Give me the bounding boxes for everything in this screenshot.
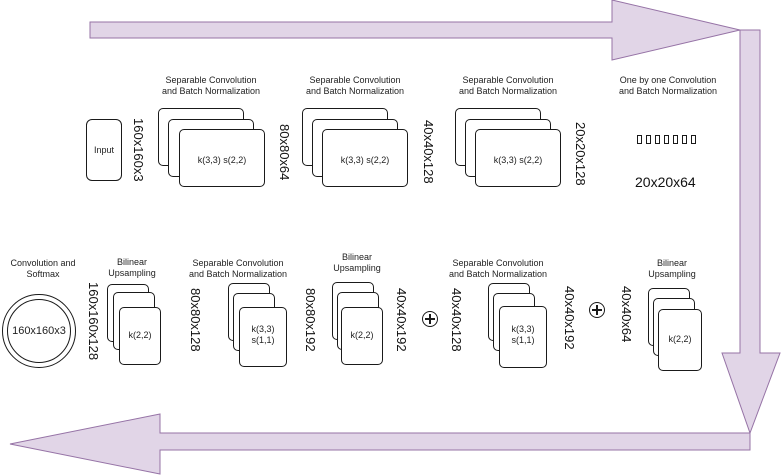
block3-kernel: k(3,3) s(2,2): [493, 155, 543, 165]
up2-kernel: k(2,2): [350, 330, 374, 340]
sep1-dim-right: 80x80x192: [303, 288, 318, 352]
input-label: Input: [93, 145, 115, 155]
block1-kernel: k(3,3) s(2,2): [197, 155, 247, 165]
up3-kernel: k(2,2): [668, 334, 692, 344]
up2-dim: 40x40x192: [394, 288, 409, 352]
block2-kernel: k(3,3) s(2,2): [340, 155, 390, 165]
sep2-kernel: k(3,3) s(1,1): [511, 324, 535, 345]
sep2-card-front: k(3,3) s(1,1): [499, 306, 547, 368]
block4-dim: 20x20x64: [635, 174, 696, 190]
block2-dim: 40x40x128: [421, 120, 436, 184]
input-box: Input: [86, 119, 122, 181]
filter-cell: [691, 135, 696, 144]
filter-cell: [646, 135, 651, 144]
filter-cell: [682, 135, 687, 144]
up3-title: Bilinear Upsampling: [648, 258, 696, 279]
add-operator-1: [422, 311, 438, 327]
block1-dim: 80x80x64: [277, 124, 292, 181]
output-label: 160x160x3: [12, 325, 66, 337]
block1-title: Separable Convolution and Batch Normaliz…: [161, 75, 261, 96]
output-title: Convolution and Softmax: [10, 258, 76, 279]
top-right-arrow: [89, 0, 741, 61]
block2-card-front: k(3,3) s(2,2): [322, 129, 408, 187]
sep2-title: Separable Convolution and Batch Normaliz…: [448, 258, 548, 279]
up2-card-front: k(2,2): [341, 307, 383, 365]
right-down-arrow: [721, 29, 781, 435]
filter-cell: [664, 135, 669, 144]
up3-dim: 40x40x64: [619, 286, 634, 343]
block4-title: One by one Convolution and Batch Normali…: [618, 75, 718, 96]
filter-cell: [673, 135, 678, 144]
block3-dim: 20x20x128: [573, 122, 588, 186]
input-dim: 160x160x3: [131, 118, 146, 182]
block1-card-front: k(3,3) s(2,2): [179, 129, 265, 187]
sep2-dim-right: 40x40x192: [562, 286, 577, 350]
up1-kernel: k(2,2): [128, 330, 152, 340]
up1-card-front: k(2,2): [119, 307, 161, 365]
up1-dim: 160x160x128: [86, 282, 101, 361]
filter-cell: [655, 135, 660, 144]
sep2-dim-left: 40x40x128: [449, 288, 464, 352]
add-operator-2: [589, 302, 605, 318]
up1-title: Bilinear Upsampling: [108, 257, 156, 278]
up3-card-front: k(2,2): [658, 309, 702, 371]
sep1-card-front: k(3,3) s(1,1): [239, 307, 287, 367]
up2-title: Bilinear Upsampling: [333, 252, 381, 273]
sep1-title: Separable Convolution and Batch Normaliz…: [188, 258, 288, 279]
output-circle: [2, 294, 76, 368]
block3-title: Separable Convolution and Batch Normaliz…: [458, 75, 558, 96]
filter-cell: [637, 135, 642, 144]
output-circle-inner: 160x160x3: [7, 299, 71, 363]
block2-title: Separable Convolution and Batch Normaliz…: [305, 75, 405, 96]
sep1-kernel: k(3,3) s(1,1): [251, 324, 275, 345]
sep1-dim-left: 80x80x128: [188, 288, 203, 352]
bottom-left-arrow: [9, 413, 751, 475]
block3-card-front: k(3,3) s(2,2): [475, 129, 561, 187]
